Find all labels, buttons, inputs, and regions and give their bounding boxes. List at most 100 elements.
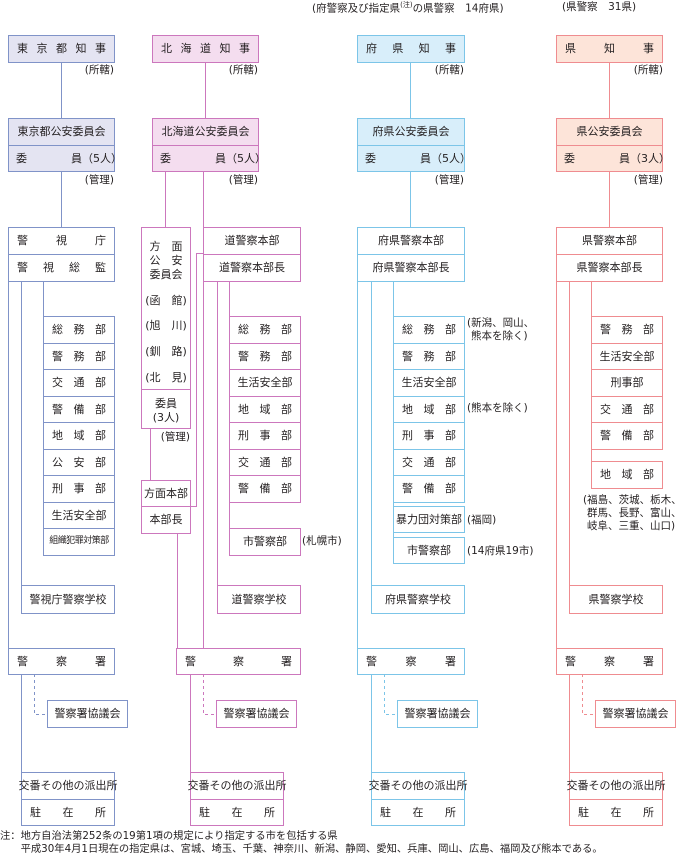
tokyo-koban-box[interactable]: 交番その他の派出所 (19, 772, 118, 800)
ken-chiiki-note: (福島、茨城、栃木、 (583, 494, 681, 506)
hokkaido-city-box[interactable]: 市警察部 (229, 528, 301, 556)
ken-department-box[interactable]: 交通部 (591, 396, 663, 424)
hokkaido-jurisdiction-label: (所轄) (228, 64, 258, 76)
hokkaido-department-box[interactable]: 警備部 (229, 475, 301, 503)
fuken-commission-box[interactable]: 府県公安委員会 (357, 118, 465, 146)
hokkaido-school-box[interactable]: 道警察学校 (217, 585, 301, 614)
hokkaido-department-box[interactable]: 総務部 (229, 316, 301, 344)
tokyo-department-box[interactable]: 公安部 (43, 449, 115, 477)
tokyo-hq-box[interactable]: 警視庁 (8, 227, 115, 255)
ken-department-label: 刑事部 (610, 376, 644, 390)
ken-council-box[interactable]: 警察署協議会 (595, 700, 676, 728)
tokyo-department-box[interactable]: 刑事部 (43, 475, 115, 503)
tokyo-department-box[interactable]: 組織犯罪対策部 (43, 528, 115, 556)
tokyo-governor-label: 東京都知事 (17, 42, 115, 56)
hokkaido-council-box[interactable]: 警察署協議会 (216, 700, 297, 728)
ken-department-label: 警備部 (600, 429, 665, 443)
tokyo-governor-box[interactable]: 東京都知事 (8, 35, 115, 63)
tokyo-department-label: 総務部 (52, 323, 117, 337)
ken-department-box[interactable]: 警務部 (591, 316, 663, 344)
fuken-station-box[interactable]: 警察署 (357, 648, 465, 675)
area-members-box[interactable]: 委員 (3人) (141, 389, 191, 429)
fuken-department-box[interactable]: 交通部 (393, 449, 465, 477)
ken-department-box[interactable]: 警備部 (591, 422, 663, 450)
fuken-governor-label: 府県知事 (366, 42, 472, 56)
area-asahikawa: (旭 川) (145, 319, 187, 333)
ken-station-box[interactable]: 警察署 (556, 648, 663, 675)
tokyo-department-box[interactable]: 総務部 (43, 316, 115, 344)
ken-department-box[interactable]: 生活安全部 (591, 343, 663, 371)
hokkaido-commission-box[interactable]: 北海道公安委員会 (152, 118, 259, 146)
tokyo-department-box[interactable]: 生活安全部 (43, 502, 115, 530)
hokkaido-koban-box[interactable]: 交番その他の派出所 (188, 772, 287, 800)
ken-members-box[interactable]: 委 員（3人） (556, 145, 670, 172)
fuken-department-box[interactable]: 生活安全部 (393, 369, 465, 397)
fuken-koban-box[interactable]: 交番その他の派出所 (369, 772, 468, 800)
fuken-hq-box[interactable]: 府県警察本部 (357, 227, 465, 255)
area-commission-box[interactable]: 方 面 公 安 委員会 (函 館) (旭 川) (釧 路) (北 見) (141, 227, 191, 390)
fuken-department-box[interactable]: 刑事部 (393, 422, 465, 450)
ken-commission-label: 県公安委員会 (576, 125, 643, 139)
fuken-chuzaisho-box[interactable]: 駐在所 (371, 799, 465, 826)
fuken-department-box[interactable]: 地域部 (393, 396, 465, 424)
tokyo-commission-box[interactable]: 東京都公安委員会 (8, 118, 115, 146)
hokkaido-governor-box[interactable]: 北海道知事 (152, 35, 259, 63)
tokyo-council-box[interactable]: 警察署協議会 (47, 700, 128, 728)
tokyo-department-box[interactable]: 交通部 (43, 369, 115, 397)
tokyo-school-label: 警視庁警察学校 (29, 592, 107, 606)
ken-department-label: 警務部 (600, 323, 665, 337)
ken-chiiki-box[interactable]: 地域部 (591, 461, 663, 489)
fuken-chief-box[interactable]: 府県警察本部長 (357, 254, 465, 282)
area-chief-box[interactable]: 本部長 (141, 506, 191, 534)
fuken-department-box[interactable]: 警備部 (393, 475, 465, 503)
ken-koban-box[interactable]: 交番その他の派出所 (567, 772, 666, 800)
hokkaido-department-label: 刑事部 (238, 429, 303, 443)
fuken-department-box[interactable]: 総務部 (393, 316, 465, 344)
tokyo-department-box[interactable]: 地域部 (43, 422, 115, 450)
hokkaido-council-label: 警察署協議会 (223, 707, 290, 721)
fuken-department-label: 生活安全部 (401, 376, 457, 390)
fuken-boryoku-box[interactable]: 暴力団対策部 (393, 506, 465, 533)
tokyo-members-box[interactable]: 委 員（5人） (8, 145, 122, 172)
hokkaido-department-box[interactable]: 地域部 (229, 396, 301, 424)
hokkaido-hq-box[interactable]: 道警察本部 (203, 227, 301, 255)
hokkaido-school-label: 道警察学校 (231, 592, 287, 606)
hokkaido-chief-box[interactable]: 道警察本部長 (203, 254, 301, 282)
footnote-line: 平成30年4月1日現在の指定県は、宮城、埼玉、千葉、神奈川、新潟、静岡、愛知、兵… (0, 843, 603, 855)
fuken-council-box[interactable]: 警察署協議会 (397, 700, 478, 728)
fuken-school-box[interactable]: 府県警察学校 (371, 585, 465, 614)
tokyo-chief-box[interactable]: 警視総監 (8, 254, 115, 282)
tokyo-chuzaisho-label: 駐在所 (30, 805, 128, 819)
tokyo-department-box[interactable]: 警務部 (43, 343, 115, 371)
ken-chuzaisho-box[interactable]: 駐在所 (569, 799, 663, 826)
area-hq-box[interactable]: 方面本部 (141, 480, 191, 507)
ken-hq-box[interactable]: 県警察本部 (556, 227, 663, 255)
ken-department-box[interactable]: 刑事部 (591, 369, 663, 397)
fuken-department-box[interactable]: 警務部 (393, 343, 465, 371)
ken-school-box[interactable]: 県警察学校 (569, 585, 663, 614)
ken-chief-label: 県警察本部長 (576, 261, 643, 275)
fuken-city-box[interactable]: 市警察部 (393, 537, 465, 564)
tokyo-chuzaisho-box[interactable]: 駐在所 (21, 799, 115, 826)
ken-governor-box[interactable]: 県知事 (556, 35, 663, 63)
hokkaido-chuzaisho-box[interactable]: 駐在所 (190, 799, 284, 826)
fuken-department-label: 刑事部 (402, 429, 467, 443)
hokkaido-members-label: 委 員（5人） (160, 151, 266, 165)
area-hq-label: 方面本部 (144, 486, 188, 500)
ken-chief-box[interactable]: 県警察本部長 (556, 254, 663, 282)
hokkaido-department-box[interactable]: 警務部 (229, 343, 301, 371)
hokkaido-station-box[interactable]: 警察署 (176, 648, 301, 675)
hokkaido-city-note: (札幌市) (302, 535, 342, 547)
hokkaido-department-box[interactable]: 生活安全部 (229, 369, 301, 397)
hokkaido-members-box[interactable]: 委 員（5人） (152, 145, 266, 172)
tokyo-department-label: 警務部 (52, 350, 117, 364)
tokyo-school-box[interactable]: 警視庁警察学校 (21, 585, 115, 614)
hokkaido-department-box[interactable]: 交通部 (229, 449, 301, 477)
fuken-governor-box[interactable]: 府県知事 (357, 35, 465, 63)
fuken-members-box[interactable]: 委 員（5人） (357, 145, 471, 172)
tokyo-department-box[interactable]: 警備部 (43, 396, 115, 424)
hokkaido-department-box[interactable]: 刑事部 (229, 422, 301, 450)
tokyo-station-box[interactable]: 警察署 (8, 648, 115, 675)
ken-commission-box[interactable]: 県公安委員会 (556, 118, 663, 146)
tokyo-department-label: 地域部 (52, 429, 117, 443)
